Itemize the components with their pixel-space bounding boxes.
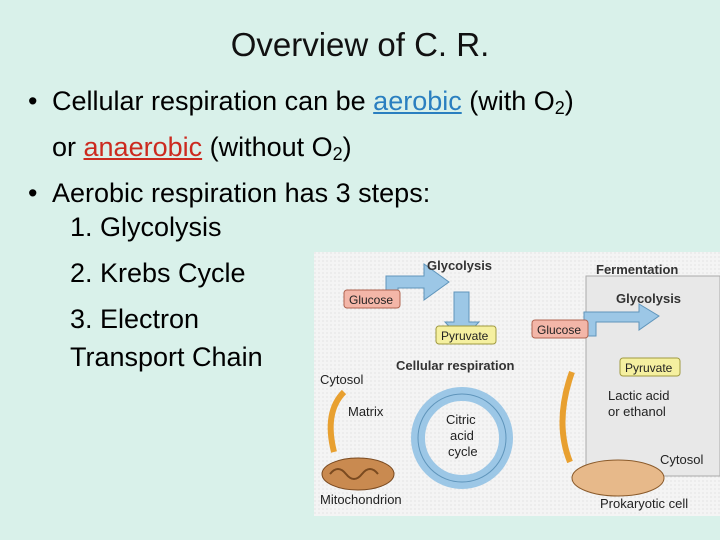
label-cytosol-right: Cytosol <box>660 452 703 467</box>
bullet1-line2-pre: or <box>52 132 84 162</box>
glycolysis-arrow-right <box>583 303 660 337</box>
label-glycolysis-left: Glycolysis <box>427 258 492 273</box>
label-pyruvate-right: Pyruvate <box>625 361 673 375</box>
step-electron: 3. Electron <box>70 304 200 334</box>
label-citric: Citric <box>446 412 476 427</box>
label-cytosol-left: Cytosol <box>320 372 363 387</box>
bullet2-text: Aerobic respiration has 3 steps: <box>52 178 431 208</box>
orange-arrow-right <box>559 370 575 464</box>
citric-cycle-ring-outline <box>417 393 507 483</box>
bullet-list: • Cellular respiration can be aerobic (w… <box>28 78 718 216</box>
mitochondrion-cristae <box>329 468 379 480</box>
bullet-aerobic-anaerobic: • Cellular respiration can be aerobic (w… <box>28 78 718 124</box>
mitochondrion-shape <box>321 457 395 491</box>
pyruvate-tag-right <box>619 357 681 377</box>
bullet-dot: • <box>28 86 38 116</box>
label-mitochondrion: Mitochondrion <box>320 492 402 507</box>
prokaryotic-cell-shape <box>571 459 665 497</box>
respiration-diagram: Glycolysis Glucose Pyruvate Cellular res… <box>314 252 720 516</box>
glucose-tag-right <box>531 319 589 339</box>
step-krebs-cycle: 2. Krebs Cycle <box>70 258 246 288</box>
label-glycolysis-right: Glycolysis <box>616 291 681 306</box>
aerobic-link[interactable]: aerobic <box>373 86 462 116</box>
step-glycolysis: 1. Glycolysis <box>70 212 222 242</box>
slide-title: Overview of C. R. <box>230 26 490 63</box>
bullet1-text-mid: (with O <box>461 86 555 116</box>
bullet-dot: • <box>28 178 38 208</box>
label-pyruvate-left: Pyruvate <box>441 329 489 343</box>
step-list: 1. Glycolysis 2. Krebs Cycle 3. Electron <box>70 204 246 342</box>
label-prokaryotic-cell: Prokaryotic cell <box>600 496 688 511</box>
label-cycle: cycle <box>448 444 478 459</box>
anaerobic-link[interactable]: anaerobic <box>83 132 203 162</box>
bullet1-close: ) <box>564 86 574 116</box>
bullet-aerobic-steps: • Aerobic respiration has 3 steps: <box>28 170 718 216</box>
label-lactic-acid: Lactic acid <box>608 388 669 403</box>
bullet1-line2: or anaerobic (without O2) <box>28 124 718 170</box>
label-or-ethanol: or ethanol <box>608 404 666 419</box>
bullet1-line2-close: ) <box>342 132 352 162</box>
orange-arrow-left <box>327 389 347 453</box>
bullet1-text-pre: Cellular respiration can be <box>52 86 374 116</box>
subscript-2: 2 <box>332 144 343 164</box>
label-cellular-respiration: Cellular respiration <box>396 358 515 373</box>
label-matrix: Matrix <box>348 404 384 419</box>
label-glucose-left: Glucose <box>349 293 393 307</box>
subscript-2: 2 <box>554 98 565 118</box>
glucose-tag-left <box>343 289 401 309</box>
pyruvate-tag-left <box>435 325 497 345</box>
step-transport-chain: Transport Chain <box>70 342 263 372</box>
bullet1-line2-mid: (without O <box>202 132 333 162</box>
label-fermentation: Fermentation <box>596 262 678 277</box>
label-glucose-right: Glucose <box>537 323 581 337</box>
label-acid: acid <box>450 428 474 443</box>
